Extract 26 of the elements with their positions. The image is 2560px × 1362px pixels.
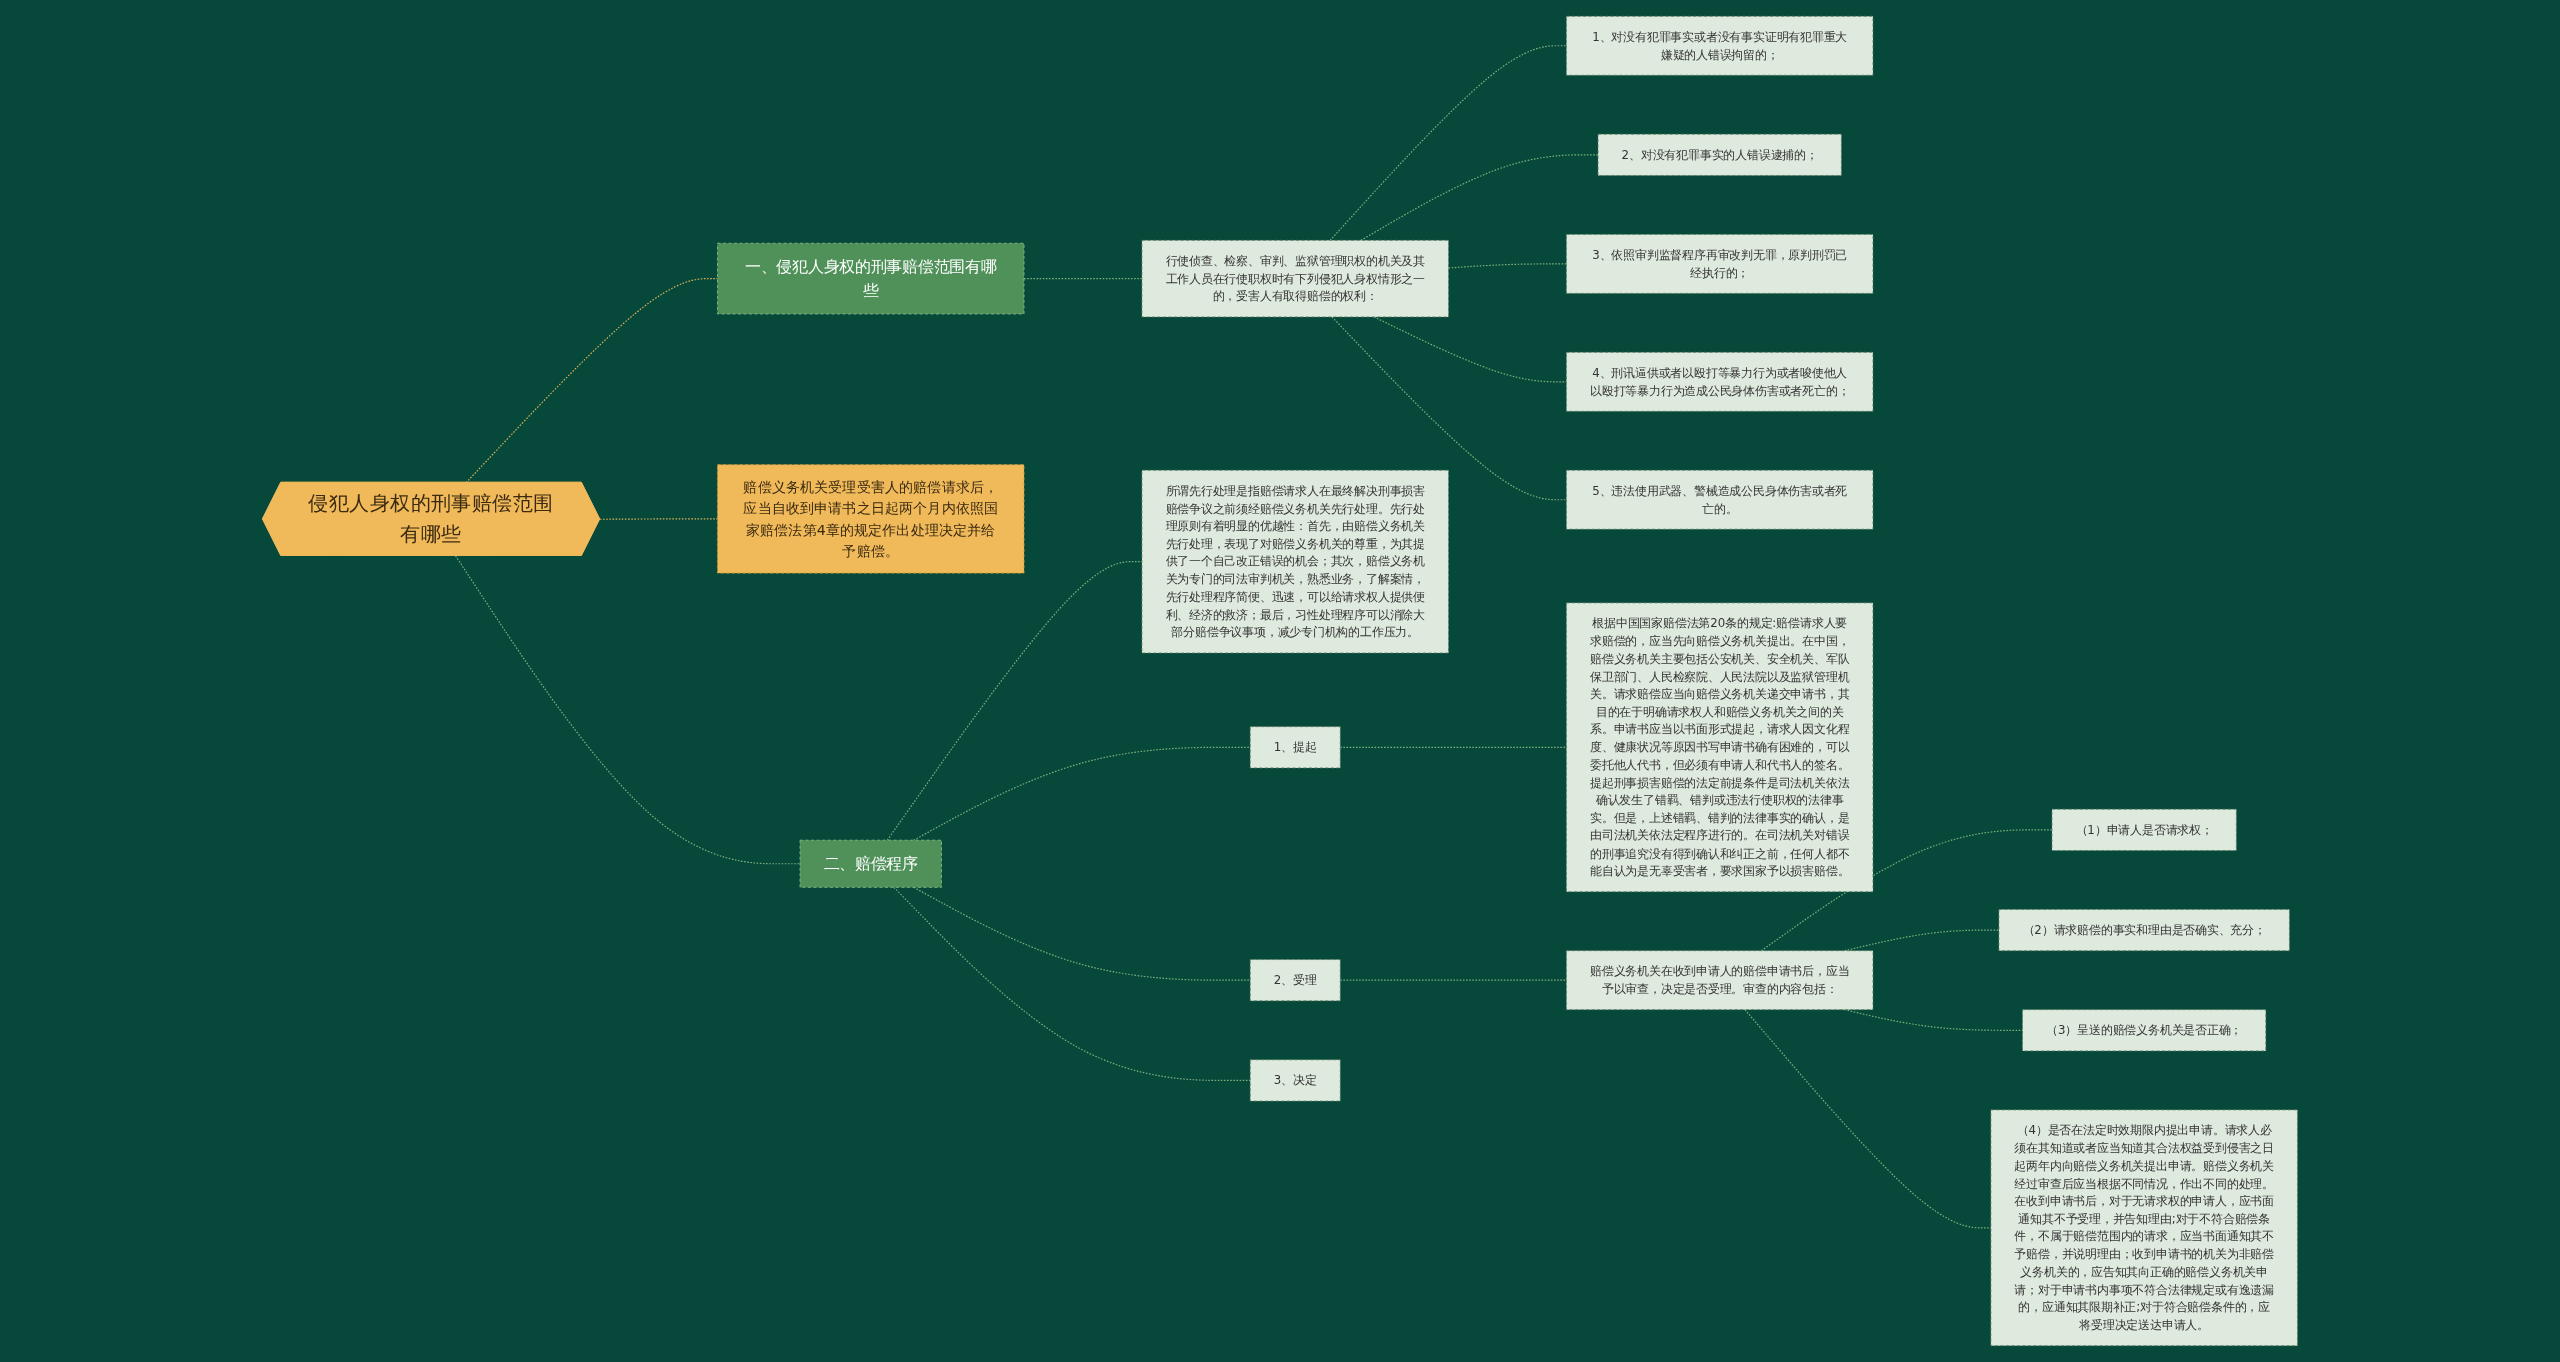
node-box: 赔偿义务机关在收到申请人的赔偿申请书后，应当予以审查，决定是否受理。审查的内容包括： bbox=[1566, 950, 1874, 1011]
node-box: 4、刑讯逼供或者以殴打等暴力行为或者唆使他人以殴打等暴力行为造成公民身体伤害或者死亡的； bbox=[1566, 351, 1874, 412]
node-box: （4）是否在法定时效期限内提出申请。请求人必须在其知道或者应当知道其合法权益受到侵害之日起两年内向赔偿义务机关提出申请。赔偿义务机关经过审查后应当根据不同情况，作出不同的处理。在收到申请书后，对于无请求权的申请人，应书面通知其不予受理，并告知理由;对于不符合赔偿条件，不属于赔偿范围内的请求，应当书面通知其不予赔偿，并说明理由；收到申请书的机关为非赔偿义务机关的，应告知其向正确的赔偿义务机关申请；对于申请书内事项不符合法律规定或有逸遗漏的，应通知其限期补正;对于符合赔偿条件的，应将受理决定送达申请人。 bbox=[1990, 1109, 2298, 1347]
connector bbox=[893, 886, 1251, 1081]
connector bbox=[913, 746, 1251, 841]
node-box: 5、违法使用武器、警械造成公民身体伤害或者死亡的。 bbox=[1566, 469, 1874, 530]
node-box: 2、对没有犯罪事实的人错误逮捕的； bbox=[1597, 133, 1842, 176]
node-box: 1、提起 bbox=[1249, 726, 1341, 769]
node-box: （2）请求赔偿的事实和理由是否确实、充分； bbox=[1998, 909, 2290, 952]
node-box: 3、依照审判监督程序再审改判无罪，原判刑罚已经执行的； bbox=[1566, 234, 1874, 294]
node-box: （3）呈送的赔偿义务机关是否正确； bbox=[2022, 1009, 2267, 1052]
node-box: 一、侵犯人身权的刑事赔偿范围有哪些 bbox=[717, 242, 1025, 315]
connector bbox=[886, 561, 1143, 841]
connector bbox=[1360, 154, 1599, 241]
node-box: （1）申请人是否请求权； bbox=[2051, 808, 2237, 851]
node-box: 所谓先行处理是指赔偿请求人在最终解决刑事损害赔偿争议之前须经赔偿义务机关先行处理。先行处理原则有着明显的优越性：首先，由赔偿义务机关先行处理，表现了对赔偿义务机关的尊重，为其提供了一个自己改正错误的机会；其次，赔偿义务机关为专门的司法审判机关，熟悉业务，了解案情，先行处理程序简便、迅速，可以给请求权人提供便利、经济的救济；最后，习性处理程序可以消除大部分赔偿争议事项，减少专门机构的工作压力。 bbox=[1141, 469, 1449, 654]
node-box: 3、决定 bbox=[1249, 1059, 1341, 1102]
node-box: 2、受理 bbox=[1249, 959, 1341, 1002]
node-box: 根据中国国家赔偿法第20条的规定:赔偿请求人要求赔偿的，应当先向赔偿义务机关提出。在中国，赔偿义务机关主要包括公安机关、安全机关、军队保卫部门、人民检察院、人民法院以及监狱管理机关。请求赔偿应当向赔偿义务机关递交申请书，其目的在于明确请求权人和赔偿义务机关之间的关系。申请书应当以书面形式提起，请求人因文化程度、健康状况等原因书写申请书确有困难的，可以委托他人代书，但必须有申请人和代书人的签名。提起刑事损害赔偿的法定前提条件是司法机关依法确认发生了错羁、错判或违法行使职权的法律事实。但是，上述错羁、错判的法律事实的确认，是由司法机关依法定程序进行的。在司法机关对错误的刑事追究没有得到确认和纠正之前，任何人都不能自认为是无辜受害者，要求国家予以损害赔偿。 bbox=[1566, 602, 1874, 893]
connector bbox=[913, 886, 1251, 981]
connector bbox=[1329, 45, 1567, 241]
node-box: 二、赔偿程序 bbox=[799, 839, 942, 888]
node-box: 赔偿义务机关受理受害人的赔偿请求后，应当自收到申请书之日起两个月内依照国家赔偿法第4章的规定作出处理决定并给予赔偿。 bbox=[717, 464, 1025, 574]
node-box: 1、对没有犯罪事实或者没有事实证明有犯罪重大嫌疑的人错误拘留的； bbox=[1566, 15, 1874, 76]
connector bbox=[454, 555, 801, 865]
node-box: 行使侦查、检察、审判、监狱管理职权的机关及其工作人员在行使职权时有下列侵犯人身权情形之一的，受害人有取得赔偿的权利： bbox=[1141, 239, 1449, 318]
